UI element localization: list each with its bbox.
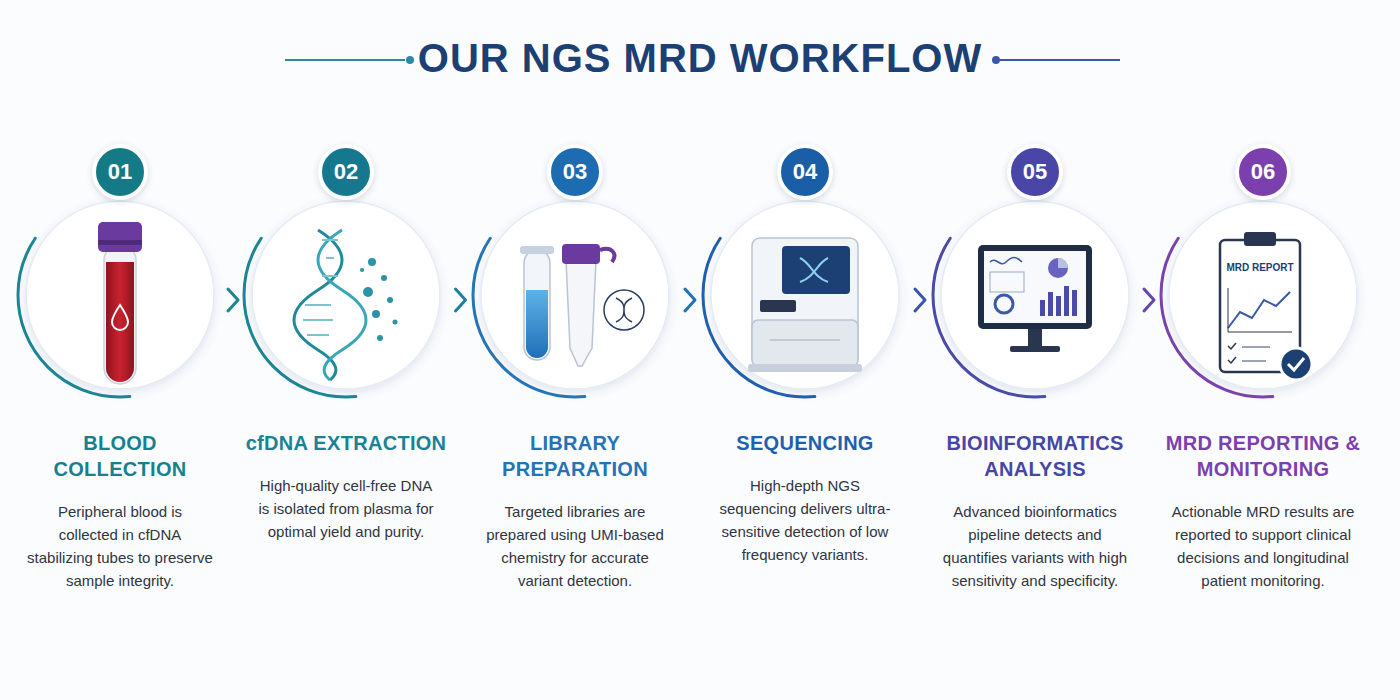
- step-heading: LIBRARY PREPARATION: [470, 430, 680, 482]
- step-heading: cfDNA EXTRACTION: [241, 430, 451, 456]
- step-number-badge: 02: [318, 144, 374, 200]
- step-chevron: [1144, 289, 1154, 311]
- step-description: Advanced bioinformatics pipeline detects…: [942, 500, 1128, 592]
- step-description: High-depth NGS sequencing delivers ultra…: [712, 474, 898, 566]
- step-circles: [26, 201, 1357, 389]
- step-number-badge: 05: [1007, 144, 1063, 200]
- step-description: Actionable MRD results are reported to s…: [1170, 500, 1356, 592]
- step-number: 05: [1023, 159, 1047, 185]
- step-column: BIOINFORMATICS ANALYSIS Advanced bioinfor…: [925, 195, 1145, 600]
- sequencer: [748, 238, 862, 372]
- blood-tube: [98, 222, 142, 384]
- step-number-badge: 03: [547, 144, 603, 200]
- step-chevron: [685, 289, 695, 311]
- report-clipboard: [1220, 232, 1312, 380]
- step-number-badge: 06: [1235, 144, 1291, 200]
- step-chevron: [456, 289, 466, 311]
- step-column: cfDNA EXTRACTION High-quality cell-free D…: [236, 195, 456, 551]
- step-number: 01: [108, 159, 132, 185]
- diagram-title: OUR NGS MRD WORKFLOW: [0, 36, 1400, 81]
- dna-helix: [294, 230, 398, 380]
- step-number: 03: [563, 159, 587, 185]
- step-column: LIBRARY PREPARATION Targeted libraries ar…: [465, 195, 685, 600]
- ring-arcs: [18, 193, 1365, 397]
- step-number-badge: 01: [92, 144, 148, 200]
- step-description: High-quality cell-free DNA is isolated f…: [253, 474, 439, 543]
- step-heading: MRD REPORTING & MONITORING: [1158, 430, 1368, 482]
- step-description: Peripheral blood is collected in cfDNA s…: [27, 500, 213, 592]
- step-heading: BIOINFORMATICS ANALYSIS: [930, 430, 1140, 482]
- report-label: MRD REPORT: [1226, 262, 1293, 273]
- step-chevron: [228, 289, 238, 311]
- step-number: 06: [1251, 159, 1275, 185]
- step-heading: BLOOD COLLECTION: [15, 430, 225, 482]
- analysis-monitor: [978, 245, 1092, 352]
- step-number: 02: [334, 159, 358, 185]
- step-column: BLOOD COLLECTION Peripheral blood is coll…: [10, 195, 230, 600]
- step-number-badge: 04: [777, 144, 833, 200]
- step-chevron: [915, 289, 925, 311]
- step-number: 04: [793, 159, 817, 185]
- library-tubes: [520, 244, 644, 366]
- step-heading: SEQUENCING: [700, 430, 910, 456]
- step-description: Targeted libraries are prepared using UM…: [482, 500, 668, 592]
- step-column: SEQUENCING High-depth NGS sequencing deli…: [695, 195, 915, 574]
- step-column: MRD REPORTING & MONITORING Actionable MRD…: [1153, 195, 1373, 600]
